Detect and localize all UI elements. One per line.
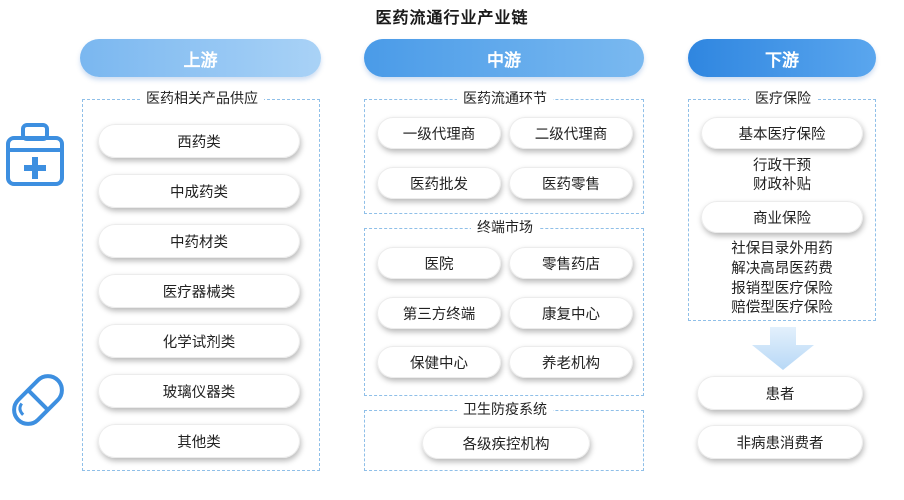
terminal-item: 零售药店 [509, 247, 633, 279]
distribution-item: 一级代理商 [377, 117, 501, 149]
distribution-item: 二级代理商 [509, 117, 633, 149]
commercial-insurance-note: 解决高昂医药费 [731, 261, 833, 277]
medical-kit-icon [6, 123, 64, 186]
consumer-non-patient: 非病患消费者 [697, 425, 863, 459]
distribution-item: 医药零售 [509, 167, 633, 199]
terminal-item: 康复中心 [509, 297, 633, 329]
distribution-box-label: 医药流通环节 [457, 90, 553, 108]
terminal-market-box: 终端市场 [364, 219, 644, 396]
upstream-item: 玻璃仪器类 [98, 374, 300, 408]
upstream-box-label: 医药相关产品供应 [140, 90, 264, 108]
upstream-supply-box: 医药相关产品供应 [82, 90, 320, 471]
epidemic-item: 各级疾控机构 [422, 427, 590, 459]
terminal-market-label: 终端市场 [471, 219, 539, 237]
terminal-item: 第三方终端 [377, 297, 501, 329]
terminal-item: 医院 [377, 247, 501, 279]
commercial-insurance: 商业保险 [701, 201, 863, 233]
down-arrow-icon [752, 327, 814, 370]
epidemic-prevention-box: 卫生防疫系统 [364, 401, 644, 471]
capsule-icon [12, 374, 64, 426]
upstream-header: 上游 [80, 39, 321, 77]
consumer-patient: 患者 [697, 376, 863, 410]
basic-insurance: 基本医疗保险 [701, 117, 863, 149]
terminal-item: 养老机构 [509, 346, 633, 378]
upstream-item: 西药类 [98, 124, 300, 158]
commercial-insurance-note: 社保目录外用药 [731, 241, 833, 257]
upstream-item: 中成药类 [98, 174, 300, 208]
basic-insurance-note: 行政干预 [753, 158, 811, 174]
epidemic-prevention-label: 卫生防疫系统 [457, 401, 553, 419]
terminal-item: 保健中心 [377, 346, 501, 378]
upstream-item: 其他类 [98, 424, 300, 458]
commercial-insurance-note: 报销型医疗保险 [731, 281, 833, 297]
upstream-item: 中药材类 [98, 224, 300, 258]
medical-insurance-label: 医疗保险 [749, 90, 817, 108]
midstream-header: 中游 [364, 39, 644, 77]
basic-insurance-note: 财政补贴 [753, 177, 811, 193]
distribution-item: 医药批发 [377, 167, 501, 199]
upstream-item: 化学试剂类 [98, 324, 300, 358]
page-title: 医药流通行业产业链 [375, 8, 529, 27]
downstream-header: 下游 [688, 39, 876, 77]
distribution-box: 医药流通环节 [364, 90, 644, 214]
commercial-insurance-note: 赔偿型医疗保险 [731, 300, 833, 316]
upstream-item: 医疗器械类 [98, 274, 300, 308]
medical-insurance-box: 医疗保险 [688, 90, 876, 321]
